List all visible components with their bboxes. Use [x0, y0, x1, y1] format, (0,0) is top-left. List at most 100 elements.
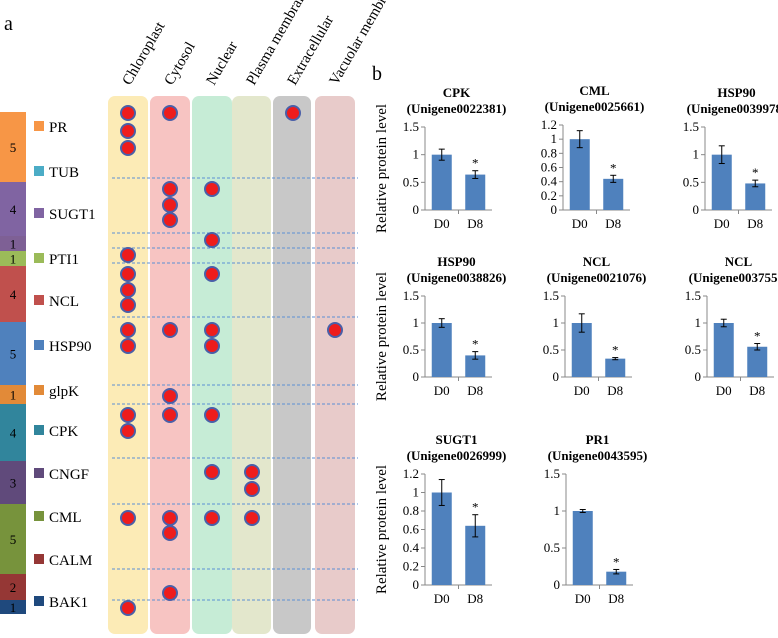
x-tick-label: D8: [605, 216, 621, 231]
localization-dot: [120, 123, 136, 139]
y-tick-label: 0.5: [683, 174, 699, 189]
group-count: 4: [10, 287, 17, 302]
protein-label-bak1: BAK1: [49, 595, 88, 611]
localization-dot: [162, 322, 178, 338]
y-tick-label: 0: [695, 369, 702, 384]
protein-legend-square: [34, 511, 44, 521]
group-bar-7: [0, 322, 26, 385]
protein-legend-square: [34, 385, 44, 395]
y-tick-label: 1: [413, 147, 420, 162]
x-tick-label: D0: [434, 383, 450, 398]
y-tick-label: 0.6: [541, 160, 558, 175]
location-column-vacuolar-membrane: [315, 96, 355, 634]
protein-legend-square: [34, 121, 44, 131]
bar-chart-4: HSP90(Unigene0038826)00.511.5D0*D8Relati…: [374, 254, 506, 401]
chart-subtitle: (Unigene0038826): [407, 270, 507, 285]
location-label: Cytosol: [162, 40, 199, 88]
significance-asterisk: *: [613, 554, 620, 569]
localization-dot: [244, 481, 260, 497]
bar-chart-2: CML(Unigene0025661)00.20.40.60.811.2D0*D…: [541, 83, 645, 231]
localization-dot: [120, 600, 136, 616]
localization-dot: [204, 232, 220, 248]
protein-label-cngf: CNGF: [49, 467, 89, 483]
location-column-plasma-membrane: [232, 96, 271, 634]
x-tick-label: D8: [607, 383, 623, 398]
protein-label-pr: PR: [49, 120, 67, 136]
y-tick-label: 0.4: [541, 174, 558, 189]
y-tick-label: 0.5: [543, 342, 559, 357]
group-count: 1: [10, 600, 17, 615]
significance-asterisk: *: [472, 337, 479, 352]
y-tick-label: 0.8: [403, 503, 419, 518]
significance-asterisk: *: [752, 165, 759, 180]
localization-dot: [162, 388, 178, 404]
localization-dot: [120, 105, 136, 121]
chart-title: PR1: [586, 432, 610, 447]
localization-dot: [120, 266, 136, 282]
x-tick-label: D0: [575, 591, 591, 606]
location-label: Vacuolar membrane: [327, 0, 401, 88]
chart-title: CML: [579, 83, 610, 98]
group-bar-13: [0, 600, 26, 614]
chart-title: HSP90: [717, 85, 755, 100]
bar-chart-7: SUGT1(Unigene0026999)00.20.40.60.811.2D0…: [374, 432, 506, 606]
y-tick-label: 0: [553, 369, 560, 384]
group-count: 1: [10, 388, 17, 403]
y-tick-label: 1: [695, 315, 702, 330]
chart-subtitle: (Unigene0026999): [407, 448, 507, 463]
bar-d0: [711, 154, 732, 210]
bar-d0: [713, 323, 734, 377]
localization-dot: [204, 266, 220, 282]
bar-chart-1: CPK(Unigene0022381)00.511.5D0*D8Relative…: [374, 85, 506, 233]
location-column-chloroplast: [108, 96, 148, 634]
bar-chart-5: NCL(Unigene0021076)00.511.5D0*D8: [543, 254, 647, 398]
localization-dot: [244, 464, 260, 480]
group-bar-9: [0, 404, 26, 461]
y-tick-label: 1.5: [543, 288, 559, 303]
y-tick-label: 0.6: [403, 522, 420, 537]
chart-subtitle: (Unigene0022381): [407, 101, 507, 116]
protein-label-sugt1: SUGT1: [49, 207, 96, 223]
bar-chart-3: HSP90(Unigene0039978)00.511.5D0*D8: [683, 85, 778, 231]
significance-asterisk: *: [472, 156, 479, 171]
localization-dot: [162, 585, 178, 601]
group-bar-10: [0, 461, 26, 504]
localization-dot: [162, 525, 178, 541]
localization-dot: [120, 322, 136, 338]
y-tick-label: 1.2: [403, 466, 419, 481]
localization-dot: [120, 140, 136, 156]
x-tick-label: D0: [574, 383, 590, 398]
localization-dot: [204, 464, 220, 480]
localization-dot: [162, 212, 178, 228]
protein-label-tub: TUB: [49, 165, 79, 181]
chart-subtitle: (Unigene0039978): [687, 101, 778, 116]
chart-title: NCL: [725, 254, 753, 269]
localization-dot: [162, 510, 178, 526]
y-tick-label: 1: [413, 315, 420, 330]
group-count: 5: [10, 347, 17, 362]
protein-label-hsp90: HSP90: [49, 339, 92, 355]
chart-title: CPK: [443, 85, 471, 100]
y-tick-label: 1: [413, 485, 420, 500]
x-tick-label: D8: [467, 216, 483, 231]
localization-dot: [120, 282, 136, 298]
y-tick-label: 0.4: [403, 540, 420, 555]
group-bar-3: [0, 182, 26, 236]
group-count: 1: [10, 252, 17, 267]
group-count: 3: [10, 476, 17, 491]
localization-dot: [285, 105, 301, 121]
x-tick-label: D8: [749, 383, 765, 398]
protein-label-cml: CML: [49, 510, 82, 526]
y-tick-label: 1: [693, 147, 700, 162]
location-column-nuclear: [192, 96, 232, 634]
y-tick-label: 1.5: [544, 466, 560, 481]
x-tick-label: D8: [467, 383, 483, 398]
significance-asterisk: *: [610, 160, 617, 175]
localization-dot: [327, 322, 343, 338]
y-tick-label: 0.5: [544, 540, 560, 555]
x-tick-label: D0: [714, 216, 730, 231]
y-tick-label: 1.5: [403, 288, 419, 303]
group-count: 1: [10, 237, 17, 252]
y-tick-label: 1.5: [683, 119, 699, 134]
significance-asterisk: *: [754, 329, 761, 344]
